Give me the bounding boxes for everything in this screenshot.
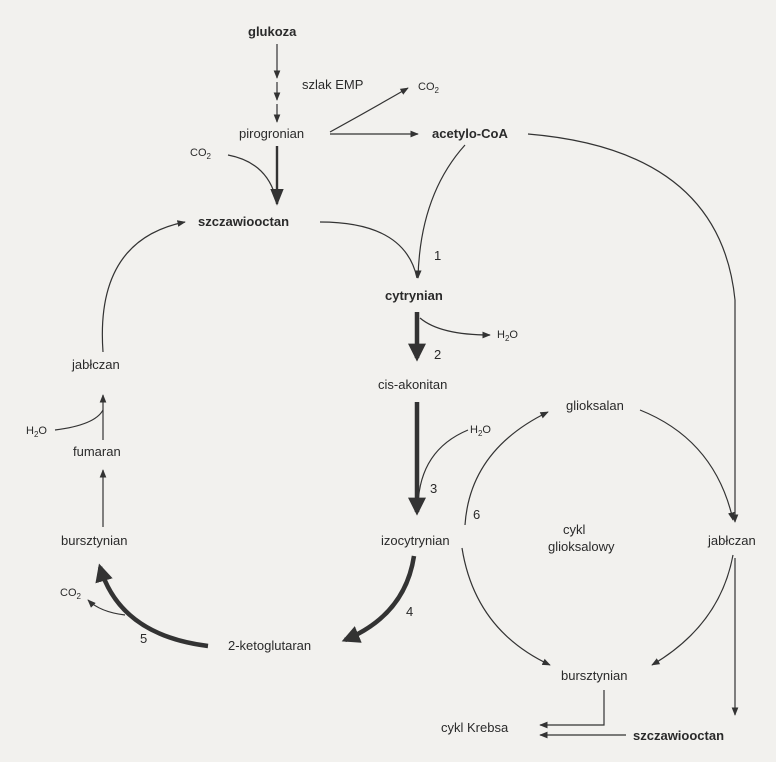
arrow-h2o-isocitrate — [417, 429, 469, 506]
arrow-ketoglutarate-succinate — [95, 563, 209, 649]
arrow-citrate-h2o — [419, 317, 491, 339]
step-number-6: 6 — [473, 507, 481, 522]
arrow-acetylcoa-citrate — [414, 144, 466, 279]
node-szczawiooctan-bottom: szczawiooctan — [633, 728, 725, 743]
molecule-co2-ketoglutarate: CO2 — [60, 587, 81, 602]
molecule-h2o-fumarate: H2O — [26, 425, 47, 440]
node-izocytrynian: izocytrynian — [381, 533, 450, 548]
step-number-2: 2 — [434, 347, 442, 362]
node-cykl-krebsa: cykl Krebsa — [441, 720, 509, 735]
arrow-acetylcoa-malate — [527, 133, 739, 523]
arrow-isocitrate-ketoglutarate — [341, 555, 417, 643]
step-number-1: 1 — [434, 248, 442, 263]
step-number-3: 3 — [430, 481, 438, 496]
node-bursztynian-bottom: bursztynian — [561, 668, 628, 683]
molecule-co2-carboxylation: CO2 — [190, 147, 211, 162]
node-jablczan-left: jabłczan — [72, 357, 120, 372]
step-number-5: 5 — [140, 631, 148, 646]
arrow-glyoxylate-malate — [639, 409, 735, 521]
node-bursztynian-left: bursztynian — [61, 533, 128, 548]
node-szlak-emp: szlak EMP — [302, 77, 364, 92]
node-cytrynian: cytrynian — [385, 288, 443, 303]
node-jablczan-right: jabłczan — [708, 533, 756, 548]
node-glukoza: glukoza — [248, 24, 297, 39]
arrow-malate-succinate — [651, 554, 734, 666]
arrow-co2-carboxylation — [227, 154, 276, 196]
node-pirogronian: pirogronian — [239, 126, 305, 141]
node-2-ketoglutaran: 2-ketoglutaran — [228, 638, 312, 653]
node-acetylo-coa: acetylo-CoA — [432, 126, 508, 141]
arrow-isocitrate-glyoxylate — [464, 411, 549, 526]
arrow-pyruvate-co2 — [329, 87, 409, 133]
molecule-co2-top: CO2 — [418, 81, 439, 96]
molecule-h2o-aconitate: H2O — [470, 424, 491, 439]
arrow-malate-oxaloacetate-top — [101, 220, 186, 353]
node-glioksalan: glioksalan — [566, 398, 624, 413]
arrow-h2o-malate — [54, 409, 104, 431]
molecule-h2o-citrate: H2O — [497, 329, 518, 344]
arrow-succinate-krebs — [539, 690, 605, 729]
label-cykl-glioksalowy-2: glioksalowy — [548, 539, 615, 554]
arrow-ketoglutarate-co2 — [87, 599, 126, 616]
label-cykl-glioksalowy-1: cykl — [563, 522, 586, 537]
node-szczawiooctan-top: szczawiooctan — [198, 214, 290, 229]
node-fumaran: fumaran — [73, 444, 121, 459]
arrow-isocitrate-succinate — [461, 547, 551, 666]
step-number-4: 4 — [406, 604, 414, 619]
arrow-oxaloacetate-citrate — [319, 221, 418, 279]
node-cis-akonitan: cis-akonitan — [378, 377, 448, 392]
